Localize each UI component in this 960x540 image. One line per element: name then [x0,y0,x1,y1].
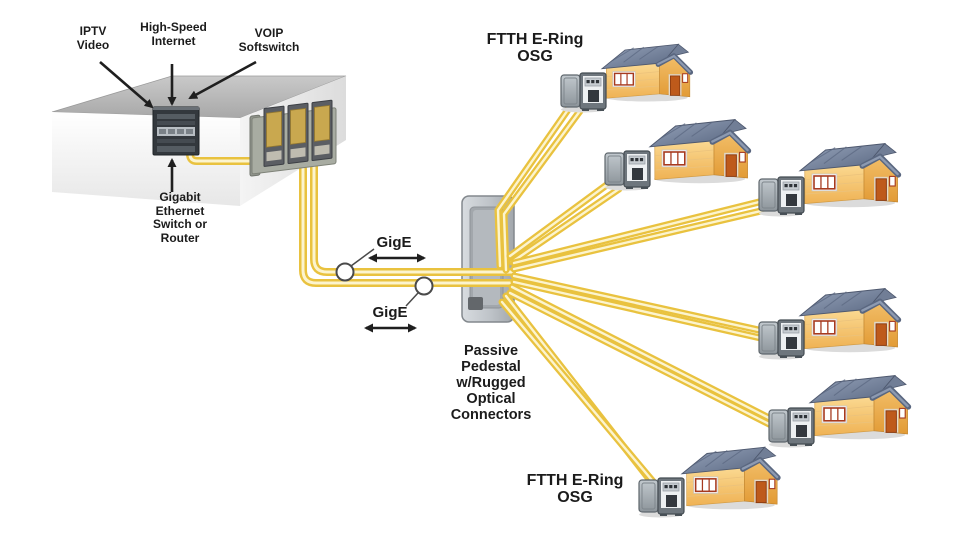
arrow-voip [188,60,257,100]
label-line: FTTH E-Ring [486,31,584,48]
house-6 [682,447,778,509]
label-line: VOIP [254,26,284,40]
ethernet-switch-device [152,106,200,156]
label-iptv-video: IPTV Video [58,24,128,52]
house-4 [800,289,898,353]
label-passive-pedestal: Passive Pedestal w/Rugged Optical Connec… [432,343,550,423]
label-line: Router [160,230,200,245]
gige-junction-1 [335,248,375,282]
osg-cabinet-1 [560,72,607,114]
label-high-speed-internet: High-Speed Internet [126,20,221,48]
osg-cabinet-5 [768,407,815,449]
fiber-drop-lines [494,100,779,489]
label-line: Optical [466,391,516,407]
label-gige-2: GigE [372,304,408,321]
house-1 [602,44,691,101]
label-ftth-ering-bottom: FTTH E-Ring OSG [510,472,640,506]
label-line: Internet [151,33,196,48]
fiber-drop-house-2 [506,177,623,266]
gige-junction-2 [405,276,434,307]
label-line: Ethernet [155,203,205,218]
fiber-drop-house-1 [494,100,584,274]
fiber-drop-house-6 [498,292,660,489]
label-line: Passive [463,343,519,359]
osg-cabinet-2 [604,150,651,192]
label-line: OSG [557,489,593,506]
label-line: Video [76,37,110,52]
label-line: High-Speed [140,20,207,34]
osg-cabinet-6 [638,477,685,519]
media-converter-chassis [249,99,337,177]
house-5 [810,376,908,440]
label-gigabit-switch: Gigabit Ethernet Switch or Router [130,190,230,245]
label-line: w/Rugged [456,375,526,391]
osg-cabinet-4 [758,319,805,361]
house-3 [800,144,898,208]
house-2 [650,120,748,184]
fiber-drop-house-5 [506,283,779,431]
label-gige-1: GigE [376,234,412,251]
label-line: Softswitch [238,39,300,54]
label-line: Switch or [152,217,207,231]
fiber-drop-house-4 [510,272,769,343]
annotation-arrows [99,60,426,333]
label-line: Gigabit [159,190,201,204]
label-line: Pedestal [461,359,521,375]
fiber-drop-house-3 [510,197,769,273]
label-line: IPTV [79,24,107,38]
label-voip-softswitch: VOIP Softswitch [224,26,314,54]
label-line: OSG [517,48,553,65]
arrow-iptv [99,61,154,109]
label-line: Connectors [450,407,532,423]
label-line: FTTH E-Ring [526,472,624,489]
osg-cabinet-3 [758,176,805,218]
label-ftth-ering-top: FTTH E-Ring OSG [470,31,600,65]
